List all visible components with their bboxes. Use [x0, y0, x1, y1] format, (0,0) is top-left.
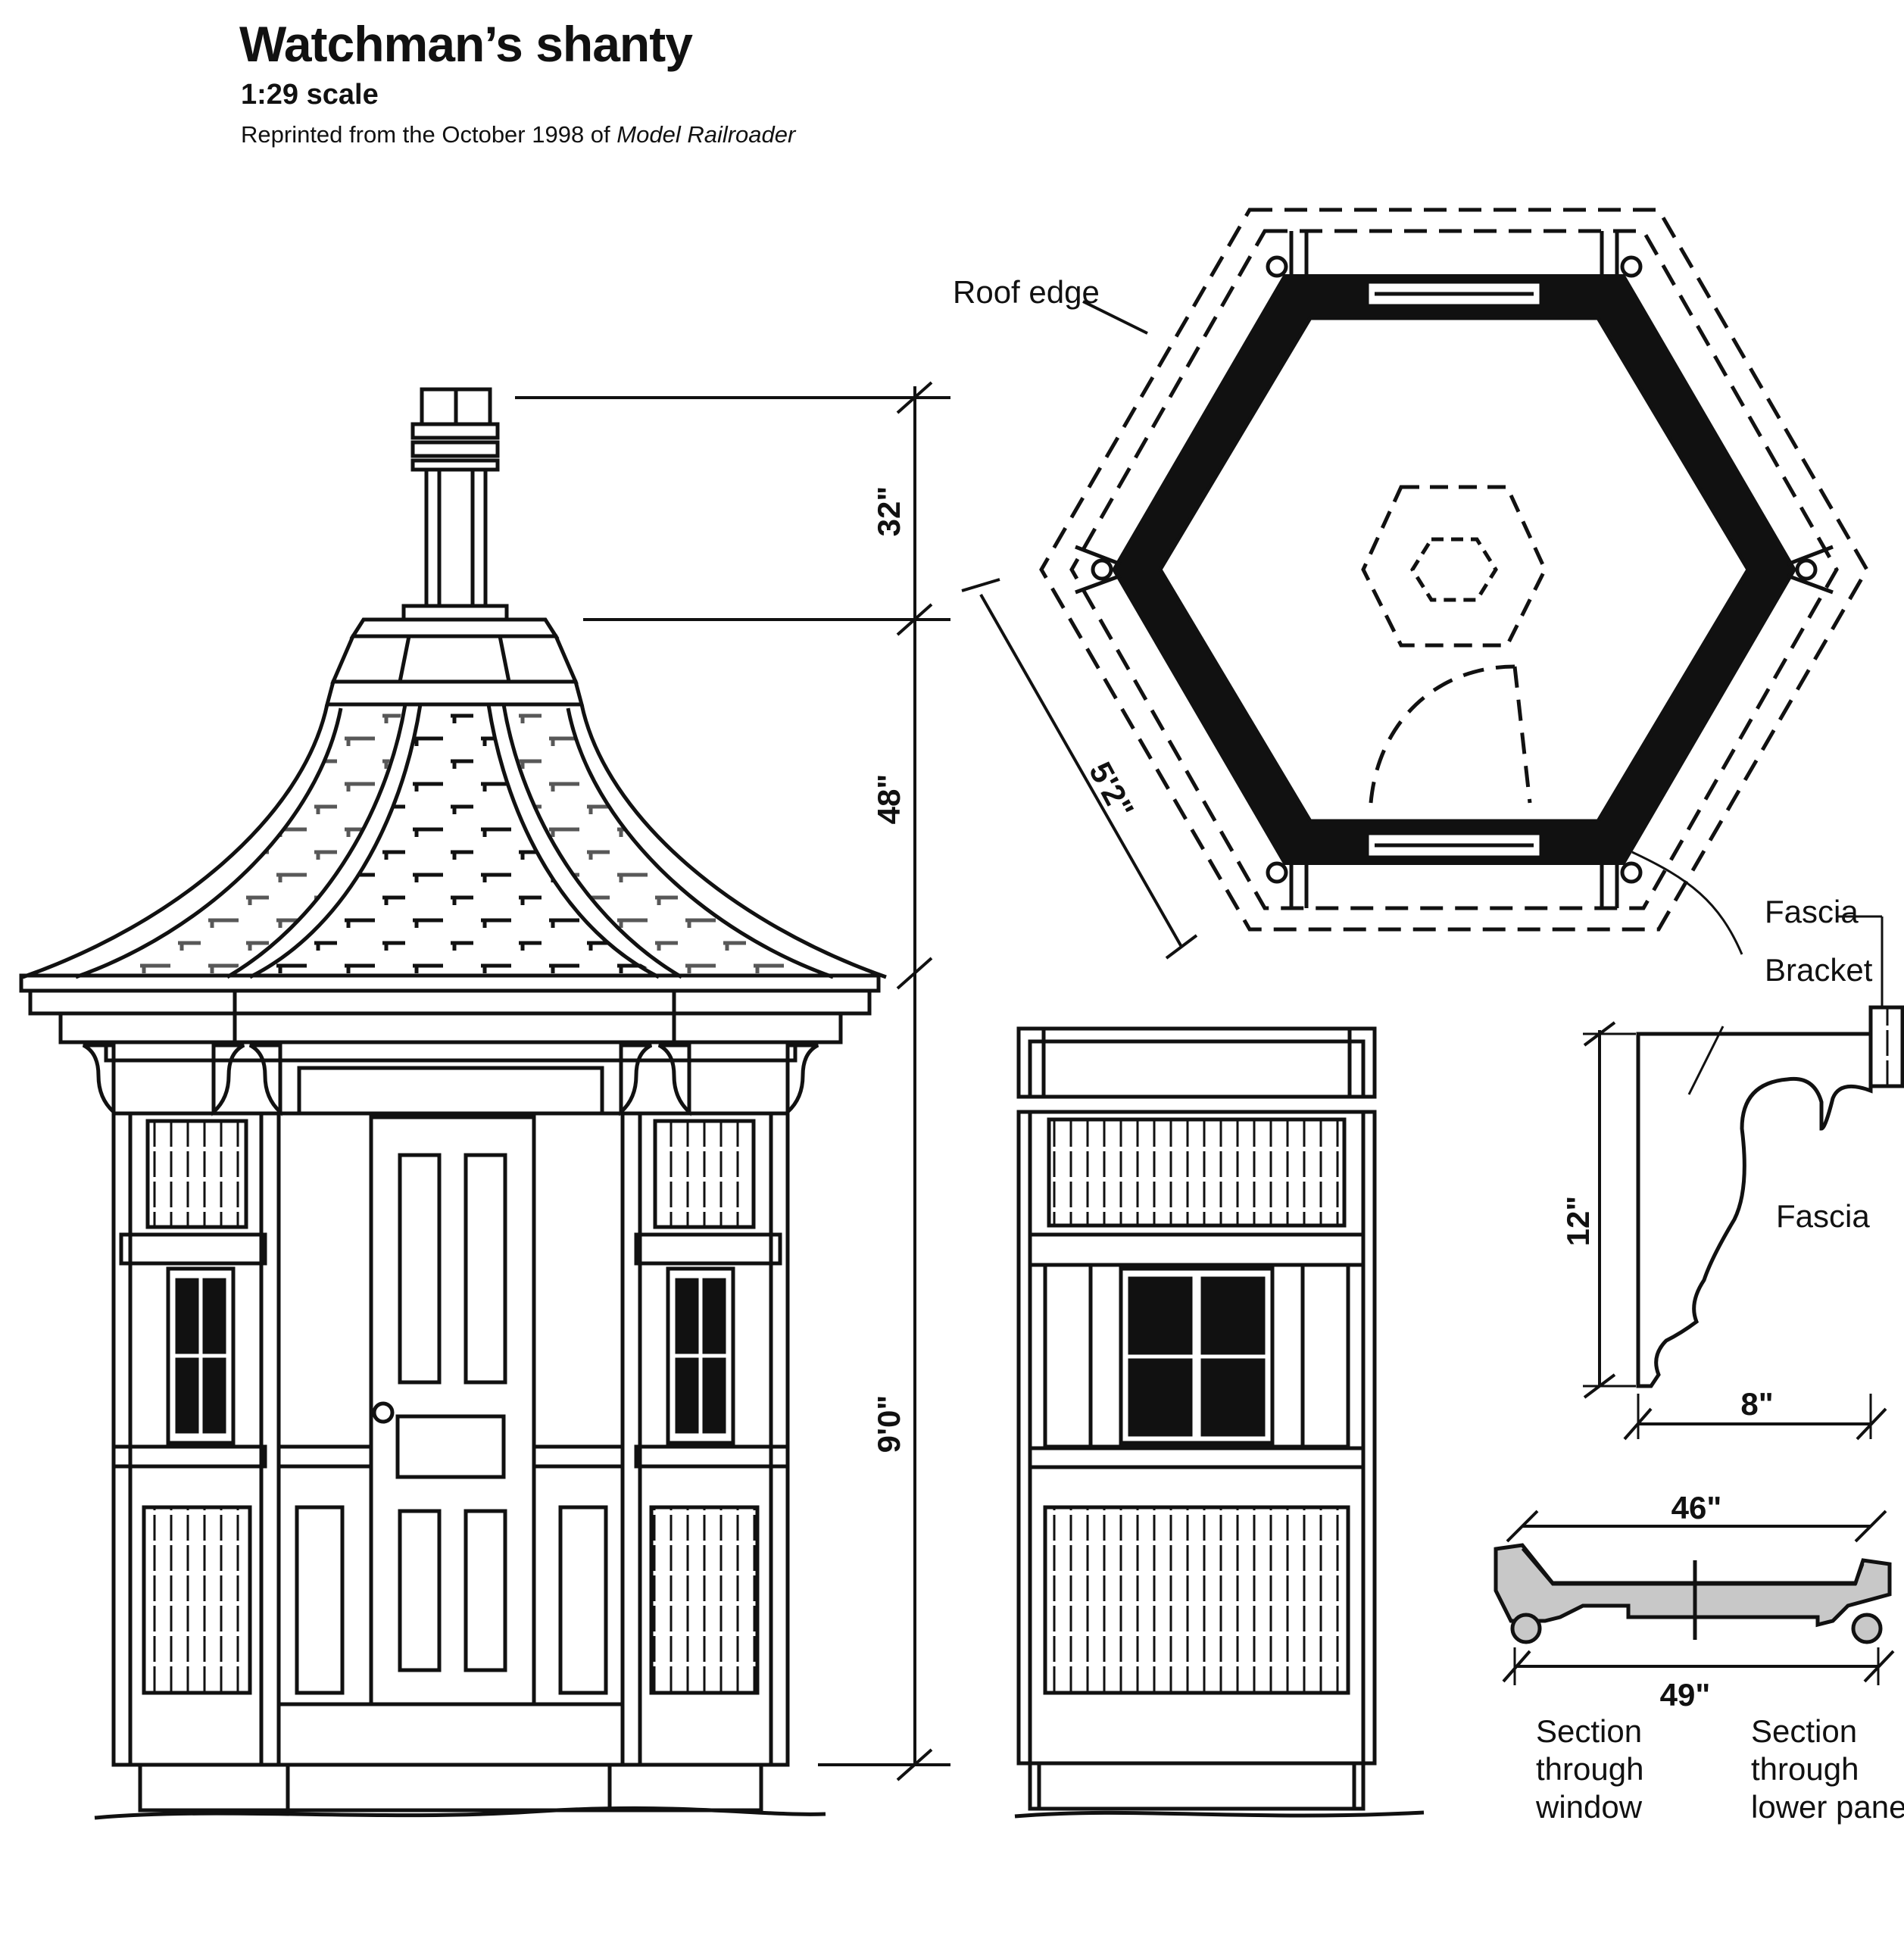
label-bracket: Bracket	[1765, 952, 1873, 988]
front-side-windows	[166, 1266, 735, 1445]
label-fascia-top: Fascia	[1765, 894, 1859, 929]
label-roof-edge: Roof edge	[953, 274, 1100, 310]
credit-publication: Model Railroader	[616, 121, 796, 148]
label-section-window: Section through window	[1535, 1713, 1653, 1825]
label-section-window-line-3: window	[1535, 1789, 1643, 1825]
credit-prefix: Reprinted from the October 1998 of	[241, 121, 617, 148]
eave-brackets	[82, 1043, 819, 1116]
drawing-title: Watchman’s shanty	[239, 16, 693, 72]
dim-bracket-height: 12"	[1560, 1196, 1596, 1247]
front-dimensions	[515, 381, 950, 1781]
bracket-detail	[1583, 915, 1904, 1441]
label-section-lower-panel: Section through lower panel	[1751, 1713, 1904, 1825]
drawing-credit: Reprinted from the October 1998 of Model…	[241, 121, 795, 148]
dim-bracket-depth: 8"	[1740, 1386, 1773, 1422]
side-elevation	[1014, 1026, 1425, 1819]
drawing-scale: 1:29 scale	[241, 79, 379, 111]
dim-section-window-width: 46"	[1671, 1490, 1722, 1525]
hexagonal-floor-plan	[961, 208, 1869, 960]
roof-cap	[324, 617, 585, 707]
front-elevation	[19, 387, 887, 1820]
label-section-window-line-2: through	[1536, 1751, 1643, 1787]
label-section-lower-panel-line-2: through	[1751, 1751, 1859, 1787]
dim-section-panel-width: 49"	[1660, 1677, 1711, 1713]
front-door	[369, 1115, 536, 1706]
label-section-lower-panel-line-1: Section	[1751, 1713, 1857, 1749]
dim-chimney-height: 32"	[871, 486, 907, 537]
label-section-window-line-1: Section	[1536, 1713, 1642, 1749]
chimney	[401, 387, 509, 622]
label-fascia-profile: Fascia	[1776, 1198, 1870, 1234]
roof	[22, 704, 887, 979]
section-detail	[1494, 1510, 1895, 1685]
cornice	[19, 973, 881, 1063]
dim-wall-height: 9'0"	[871, 1395, 907, 1453]
dim-roof-height: 48"	[871, 774, 907, 825]
label-section-lower-panel-line-3: lower panel	[1751, 1789, 1904, 1825]
